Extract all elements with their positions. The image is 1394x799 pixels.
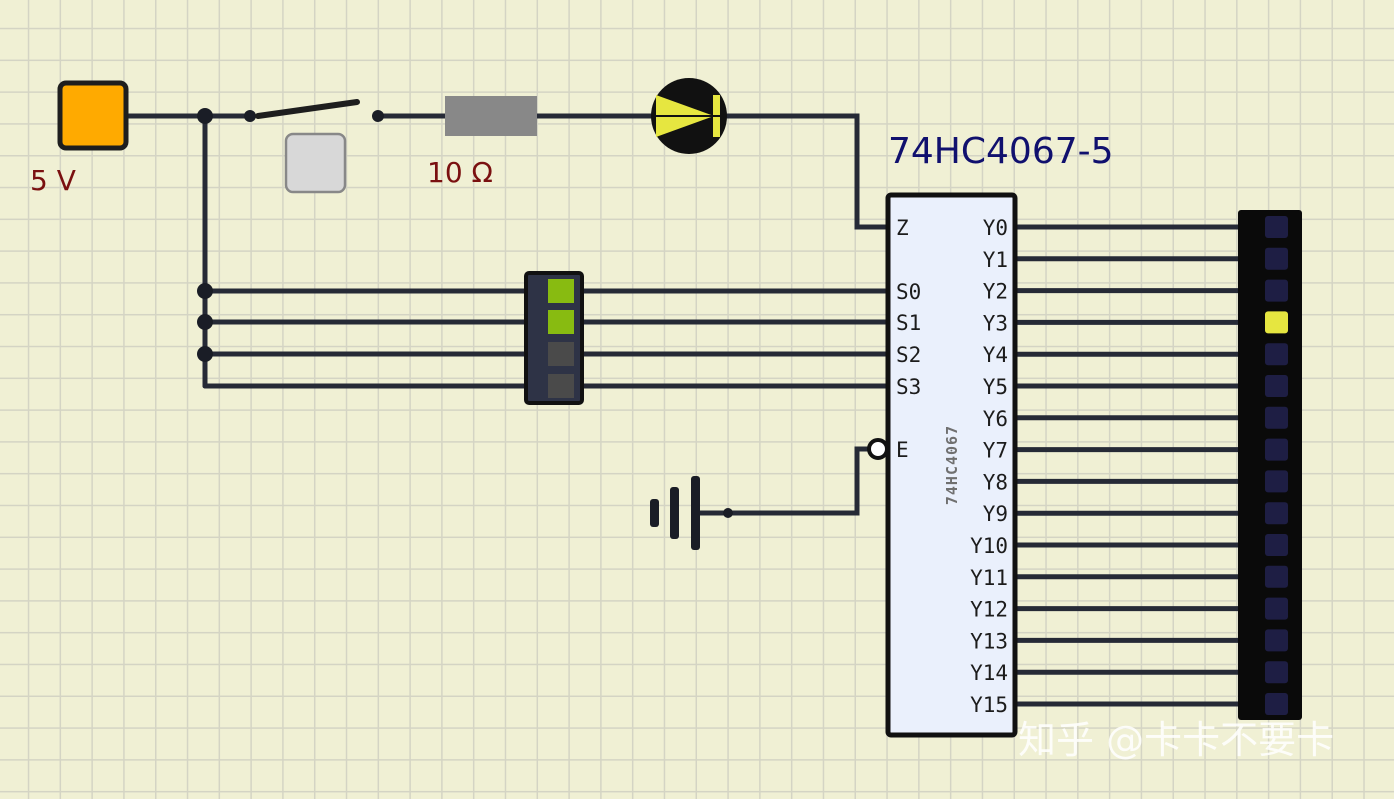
led-bar-segment bbox=[1265, 629, 1288, 652]
chip-pin-y0: Y0 bbox=[983, 216, 1008, 240]
chip-pin-y1: Y1 bbox=[983, 248, 1008, 272]
led-bar-segment bbox=[1265, 375, 1288, 397]
led-bar-segment bbox=[1265, 661, 1288, 684]
dip-switch-toggle[interactable] bbox=[548, 374, 574, 398]
power-source-label: 5 V bbox=[30, 164, 76, 197]
ground-symbol bbox=[650, 476, 733, 550]
chip-pin-y6: Y6 bbox=[983, 407, 1008, 431]
power-source-5v[interactable]: 5 V bbox=[30, 80, 129, 197]
wire-junctions bbox=[197, 108, 213, 362]
dip-switch-toggle[interactable] bbox=[548, 279, 574, 303]
chip-pin-y12: Y12 bbox=[970, 598, 1008, 622]
dip-switch-toggle[interactable] bbox=[548, 342, 574, 366]
chip-pin-s3: S3 bbox=[896, 375, 921, 399]
chip-pin-y5: Y5 bbox=[983, 375, 1008, 399]
led-bar-segment bbox=[1265, 406, 1288, 429]
led-bar-display bbox=[1238, 210, 1302, 720]
dip-switch[interactable] bbox=[524, 271, 584, 405]
led-bar-segment bbox=[1265, 693, 1288, 715]
led-bar-segment bbox=[1265, 502, 1288, 525]
resistor-label: 10 Ω bbox=[427, 156, 493, 189]
switch-push-button[interactable] bbox=[284, 132, 347, 194]
chip-pin-y13: Y13 bbox=[970, 629, 1008, 653]
chip-pin-y11: Y11 bbox=[970, 566, 1008, 590]
chip-pin-s1: S1 bbox=[896, 311, 921, 335]
chip-pin-y9: Y9 bbox=[983, 502, 1008, 526]
chip-pin-y8: Y8 bbox=[983, 470, 1008, 494]
wires bbox=[123, 113, 893, 516]
enable-inverter-bubble bbox=[867, 438, 889, 460]
chip-pin-y15: Y15 bbox=[970, 693, 1008, 717]
led-bar-segment bbox=[1265, 279, 1288, 302]
chip-title: 74HC4067-5 bbox=[888, 131, 1114, 172]
chip-output-wires bbox=[1012, 224, 1243, 707]
chip-pin-s2: S2 bbox=[896, 343, 921, 367]
led-bar-segment bbox=[1265, 565, 1288, 588]
resistor[interactable]: 10 Ω bbox=[427, 96, 537, 189]
led-bar-segment bbox=[1265, 597, 1288, 620]
chip-pin-e: E bbox=[896, 438, 909, 462]
led-bar-segment bbox=[1265, 247, 1288, 270]
chip-pin-s0: S0 bbox=[896, 280, 921, 304]
chip-pin-y4: Y4 bbox=[983, 343, 1008, 367]
chip-pin-y2: Y2 bbox=[983, 280, 1008, 304]
chip-pin-z: Z bbox=[896, 216, 909, 240]
chip-pin-y10: Y10 bbox=[970, 534, 1008, 558]
led-bar-segment bbox=[1265, 343, 1288, 366]
chip-pin-y3: Y3 bbox=[983, 311, 1008, 335]
led-bar-segment bbox=[1265, 534, 1288, 556]
watermark-text: 知乎 @卡卡不要卡 bbox=[1018, 718, 1334, 762]
led-bar-segment bbox=[1265, 438, 1288, 461]
toggle-switch[interactable] bbox=[244, 99, 384, 194]
led-bar-segment bbox=[1265, 216, 1288, 238]
dip-switch-toggle[interactable] bbox=[548, 310, 574, 334]
led-bar-segment bbox=[1265, 311, 1288, 334]
led-bar-segment bbox=[1265, 470, 1288, 493]
chip-part-label: 74HC4067 bbox=[943, 425, 961, 505]
led-diode[interactable] bbox=[651, 78, 727, 154]
chip-pin-y7: Y7 bbox=[983, 439, 1008, 463]
chip-pin-y14: Y14 bbox=[970, 661, 1008, 685]
